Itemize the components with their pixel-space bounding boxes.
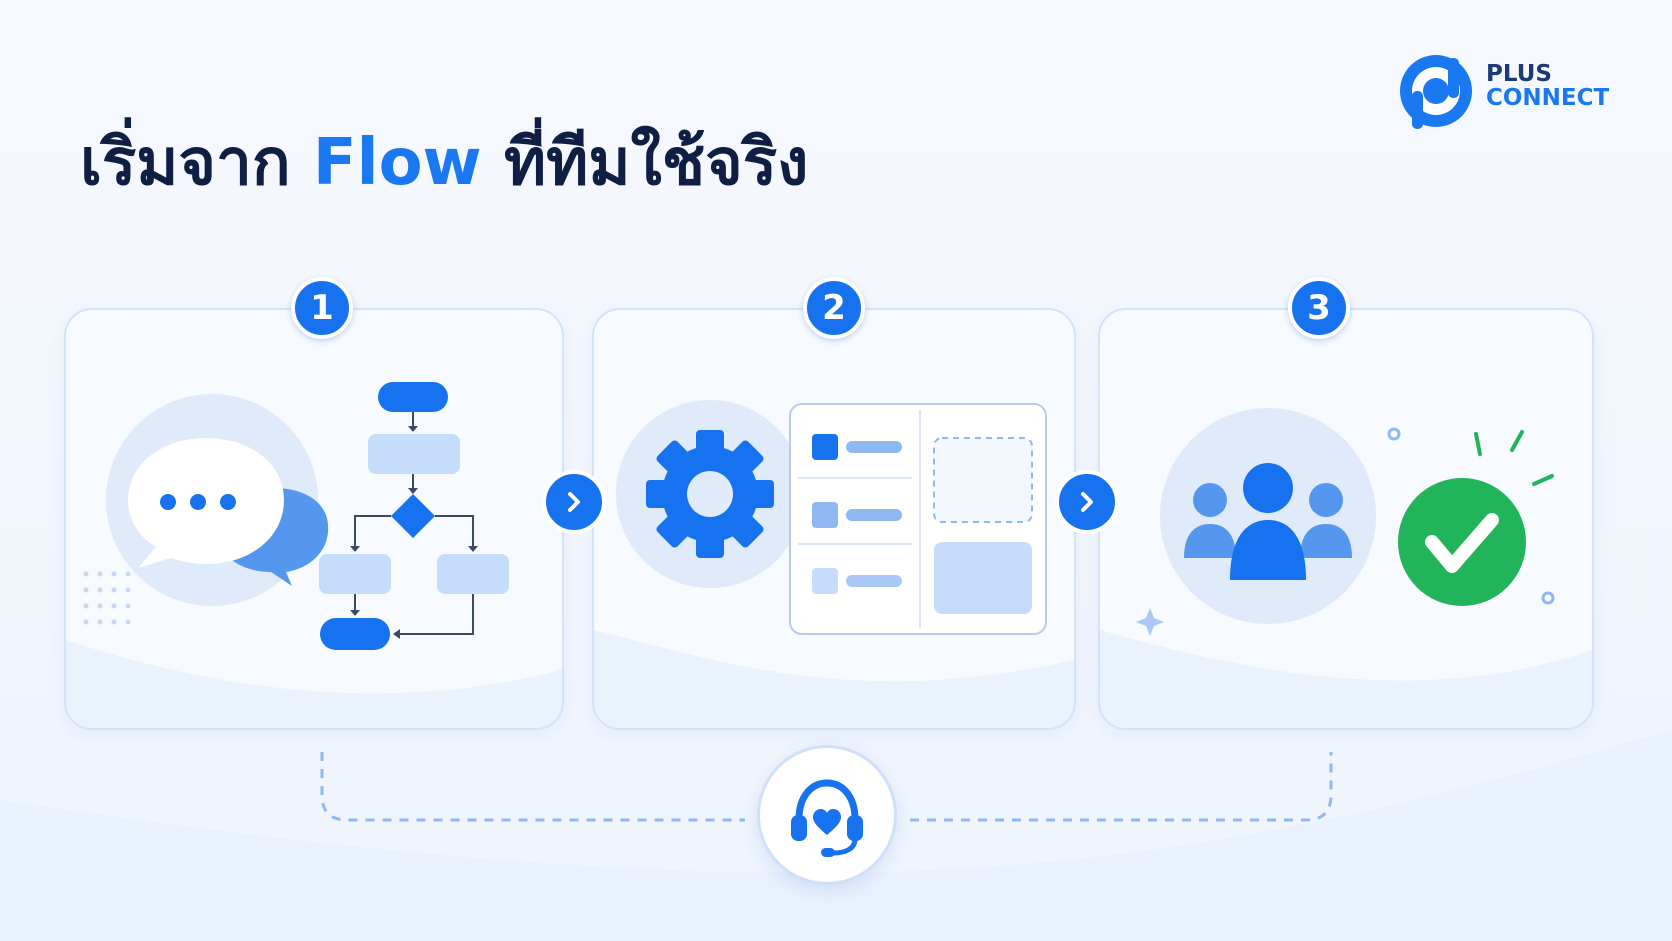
step-card-3 — [1098, 308, 1594, 730]
team-users-icon — [1184, 463, 1352, 580]
sparkle-icon — [1136, 608, 1164, 636]
chevron-right-icon — [1081, 492, 1093, 512]
decor-circle — [1541, 591, 1555, 605]
brand-mark-icon — [1400, 55, 1472, 129]
chat-bubble-icon — [128, 438, 284, 568]
step-card-2 — [592, 308, 1076, 730]
support-badge — [757, 745, 897, 885]
step-number-1: 1 — [291, 277, 353, 339]
brand-line-2: CONNECT — [1486, 85, 1610, 112]
dot-pattern — [83, 571, 131, 625]
card-wave — [66, 640, 562, 728]
step-number-2: 2 — [803, 277, 865, 339]
headset-heart-icon — [791, 779, 863, 857]
settings-dashboard-illustration — [616, 400, 1047, 635]
title-text-end: ที่ทีมใช้จริง — [481, 126, 809, 200]
card-wave — [594, 630, 1074, 728]
chat-flowchart-illustration — [83, 382, 509, 650]
decor-circle — [1387, 427, 1401, 441]
page-title: เริ่มจาก Flow ที่ทีมใช้จริง — [80, 128, 808, 198]
team-success-illustration — [1136, 408, 1555, 636]
chevron-right-icon — [568, 492, 580, 512]
sparkle-lines — [1474, 430, 1554, 486]
brand-line-1: PLUS — [1486, 61, 1552, 87]
gear-icon — [646, 430, 774, 558]
next-arrow-button-1[interactable] — [542, 470, 606, 534]
check-circle-icon — [1398, 478, 1526, 606]
flowchart-icon — [319, 382, 509, 650]
brand-name: PLUS CONNECT — [1486, 62, 1609, 110]
title-text-start: เริ่มจาก — [80, 126, 313, 200]
step-number-3: 3 — [1288, 277, 1350, 339]
dashboard-panel-icon — [789, 403, 1047, 635]
step-card-1 — [64, 308, 564, 730]
next-arrow-button-2[interactable] — [1055, 470, 1119, 534]
title-accent: Flow — [312, 126, 482, 200]
brand-logo: PLUS CONNECT — [1396, 50, 1626, 132]
card-wave — [1100, 630, 1592, 728]
